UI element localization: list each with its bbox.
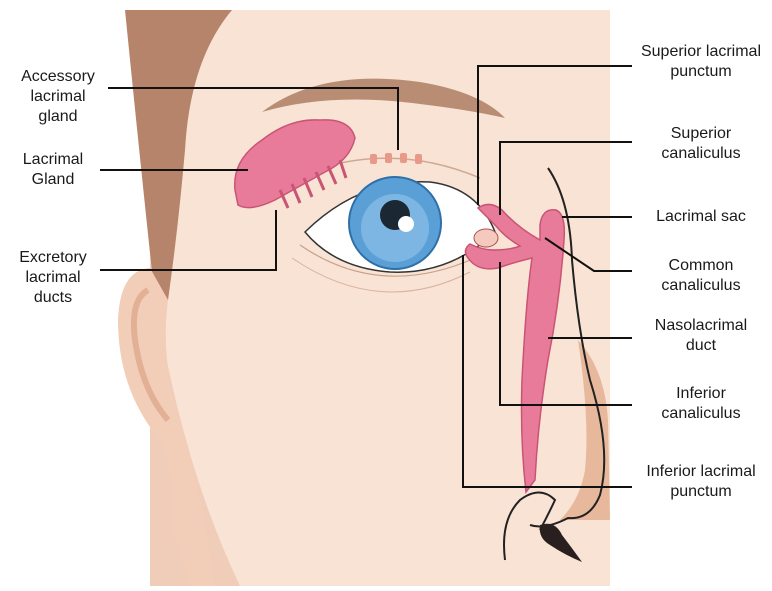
label-inferior-canaliculus: Inferior canaliculus <box>634 384 768 424</box>
caruncle <box>474 229 498 247</box>
label-lacrimal-sac: Lacrimal sac <box>634 207 768 227</box>
label-excretory-lacrimal-ducts: Excretory lacrimal ducts <box>8 248 98 308</box>
label-accessory-lacrimal-gland: Accessory lacrimal gland <box>10 67 106 127</box>
label-superior-lacrimal-punctum: Superior lacrimal punctum <box>634 42 768 82</box>
pupil-glint <box>398 216 414 232</box>
label-lacrimal-gland: Lacrimal Gland <box>10 150 96 190</box>
label-nasolacrimal-duct: Nasolacrimal duct <box>634 316 768 356</box>
label-superior-canaliculus: Superior canaliculus <box>634 124 768 164</box>
label-common-canaliculus: Common canaliculus <box>634 256 768 296</box>
label-inferior-lacrimal-punctum: Inferior lacrimal punctum <box>634 462 768 502</box>
